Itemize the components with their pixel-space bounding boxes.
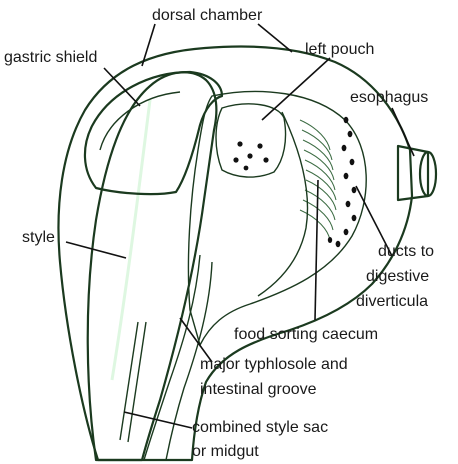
caecum-fold	[258, 112, 308, 296]
label-ducts-line2: digestive	[366, 268, 429, 285]
crystalline-style	[88, 72, 217, 460]
label-food-sorting-caecum: food sorting caecum	[234, 326, 378, 343]
label-style-sac-line2: or midgut	[192, 443, 259, 460]
label-style: style	[22, 229, 55, 246]
label-style-sac-line1: combined style sac	[192, 419, 328, 436]
label-ducts-line3: diverticula	[356, 293, 428, 310]
left-pouch	[216, 104, 286, 177]
label-ducts-line1: ducts to	[378, 243, 434, 260]
intestinal-groove-lines	[120, 322, 138, 440]
label-esophagus: esophagus	[350, 89, 428, 106]
label-left-pouch: left pouch	[305, 41, 374, 58]
label-typhlosole-line1: major typhlosole and	[200, 356, 348, 373]
label-typhlosole-line2: intestinal groove	[200, 381, 317, 398]
label-dorsal-chamber: dorsal chamber	[152, 7, 263, 24]
label-gastric-shield: gastric shield	[4, 49, 97, 66]
left-pouch-ducts	[233, 141, 268, 170]
midgut-line	[128, 322, 146, 442]
